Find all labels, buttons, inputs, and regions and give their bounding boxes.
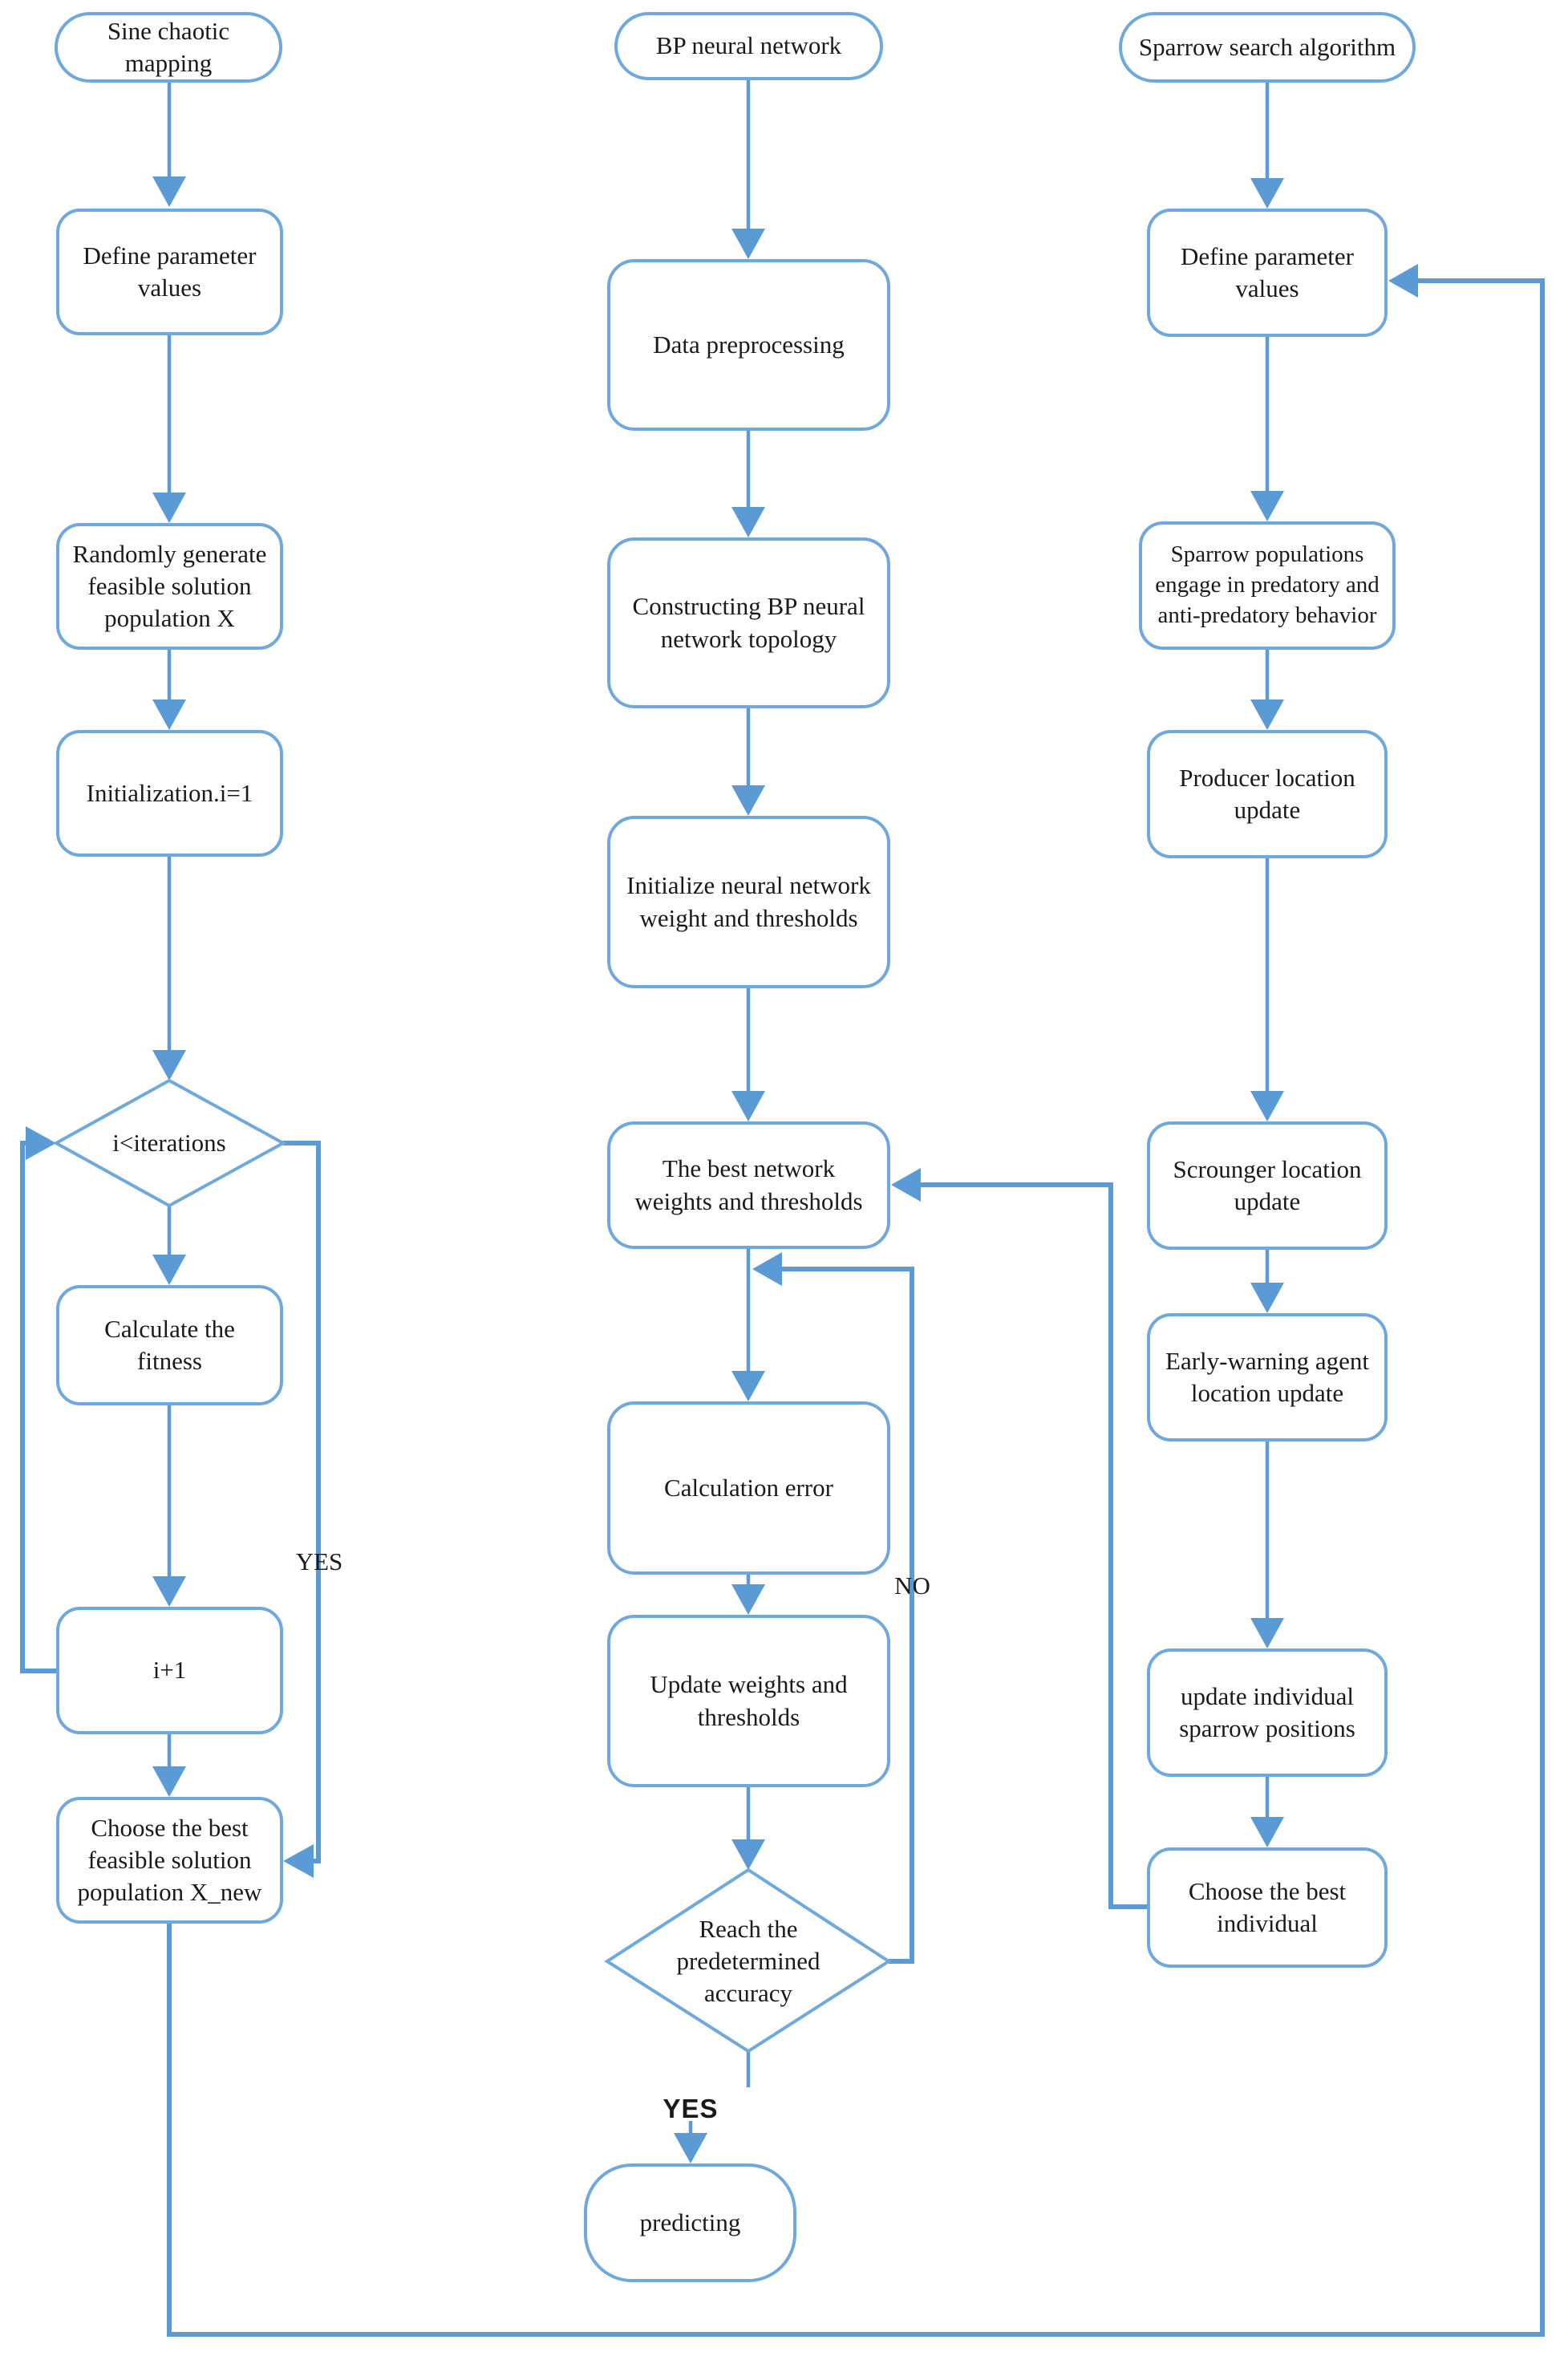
label-i-lt-iterations: i<iterations [112,1128,226,1157]
label-reach-accuracy: Reach the predetermined accuracy [676,1914,820,2008]
arrowhead [891,1168,921,1202]
node-bp-neural-network: BP neural network [614,12,883,80]
edge-mid-no [780,1267,914,1964]
arrowhead [1250,178,1284,209]
arrowhead [731,507,765,537]
arrowhead [674,2133,707,2163]
node-calculation-error: Calculation error [607,1401,890,1575]
arrowhead [152,176,186,207]
edge-right-to-mid [919,1182,1147,1909]
arrowhead [731,785,765,816]
arrowhead [1250,1283,1284,1313]
node-sparrow-search-algorithm: Sparrow search algorithm [1119,12,1416,83]
label-mid-yes: YES [662,2094,719,2123]
arrowhead [152,1050,186,1081]
node-update-weights: Update weights and thresholds [607,1615,890,1787]
decision-reach-accuracy [604,1867,892,2054]
arrowhead [1250,699,1284,730]
edge-left-yes [283,1141,321,1863]
label-left-yes: YES [295,1547,343,1575]
node-choose-best-individual: Choose the best individual [1147,1847,1388,1968]
edge-right-feedback [1416,278,1545,2337]
node-constructing-topology: Constructing BP neural network topology [607,537,890,708]
arrowhead [752,1252,782,1286]
arrowhead [731,1091,765,1121]
node-calculate-fitness: Calculate the fitness [56,1285,283,1405]
node-right-define-parameter-values: Define parameter values [1147,209,1388,337]
arrowhead [1250,1817,1284,1847]
node-early-warning-location-update: Early-warning agent location update [1147,1313,1388,1442]
arrowhead [152,493,186,523]
node-scrounger-location-update: Scrounger location update [1147,1121,1388,1250]
arrowhead [1388,264,1418,298]
arrowhead [731,1584,765,1615]
node-randomly-generate-population: Randomly generate feasible solution popu… [56,523,283,650]
arrowhead [26,1126,56,1160]
node-left-define-parameter-values: Define parameter values [56,209,283,335]
arrowhead [283,1844,314,1878]
node-update-individual-positions: update individual sparrow positions [1147,1648,1388,1777]
label-mid-no: NO [894,1571,930,1600]
node-initialize-weights: Initialize neural network weight and thr… [607,816,890,988]
node-sparrow-populations-behavior: Sparrow populations engage in predatory … [1139,521,1396,650]
decision-i-lt-iterations [52,1078,287,1208]
arrowhead [152,1255,186,1285]
arrowhead [152,1766,186,1797]
arrowhead [731,229,765,259]
arrowhead [1250,491,1284,521]
arrowhead [1250,1618,1284,1648]
node-best-network-weights: The best network weights and thresholds [607,1121,890,1249]
arrowhead [152,1576,186,1607]
node-producer-location-update: Producer location update [1147,730,1388,858]
arrowhead [731,1839,765,1870]
arrowhead [152,699,186,730]
node-i-plus-1: i+1 [56,1607,283,1734]
node-choose-best-population: Choose the best feasible solution popula… [56,1797,283,1924]
node-sine-chaotic-mapping: Sine chaotic mapping [55,12,282,83]
edge-left-loop [20,1141,56,1673]
arrowhead [731,1371,765,1401]
node-data-preprocessing: Data preprocessing [607,259,890,431]
node-predicting: predicting [584,2163,796,2282]
arrowhead [1250,1091,1284,1121]
node-initialization: Initialization.i=1 [56,730,283,857]
